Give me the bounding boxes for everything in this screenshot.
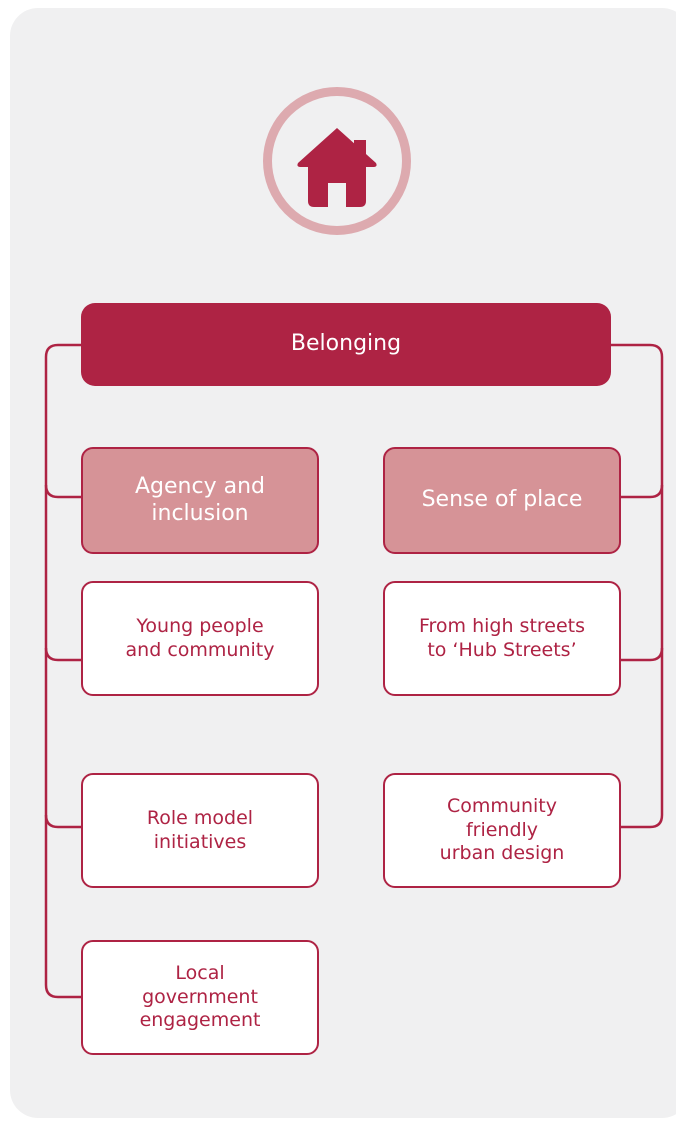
agency-inclusion-header: Agency and inclusion — [81, 447, 319, 554]
left-branch-2 — [44, 648, 81, 829]
agency-inclusion-label: Agency and inclusion — [135, 474, 265, 526]
right-branch-1 — [621, 485, 664, 662]
young-people-box: Young people and community — [81, 581, 319, 696]
left-bracket-top — [44, 343, 81, 499]
role-model-box: Role model initiatives — [81, 773, 319, 888]
belonging-header: Belonging — [81, 303, 611, 386]
hub-streets-label: From high streets to ‘Hub Streets’ — [418, 614, 586, 661]
hub-streets-box: From high streets to ‘Hub Streets’ — [383, 581, 621, 696]
role-model-label: Role model initiatives — [146, 806, 254, 853]
belonging-label: Belonging — [290, 331, 402, 357]
left-branch-3 — [44, 815, 81, 999]
sense-of-place-header: Sense of place — [383, 447, 621, 554]
young-people-label: Young people and community — [125, 614, 275, 661]
home-icon — [297, 128, 377, 207]
right-branch-2 — [621, 648, 664, 829]
home-badge — [263, 87, 411, 235]
local-government-label: Local government engagement — [139, 961, 261, 1032]
urban-design-box: Community friendly urban design — [383, 773, 621, 888]
right-bracket-top — [611, 343, 664, 499]
local-government-box: Local government engagement — [81, 940, 319, 1055]
sense-of-place-label: Sense of place — [421, 487, 583, 513]
urban-design-label: Community friendly urban design — [439, 794, 565, 865]
left-branch-1 — [44, 485, 81, 662]
